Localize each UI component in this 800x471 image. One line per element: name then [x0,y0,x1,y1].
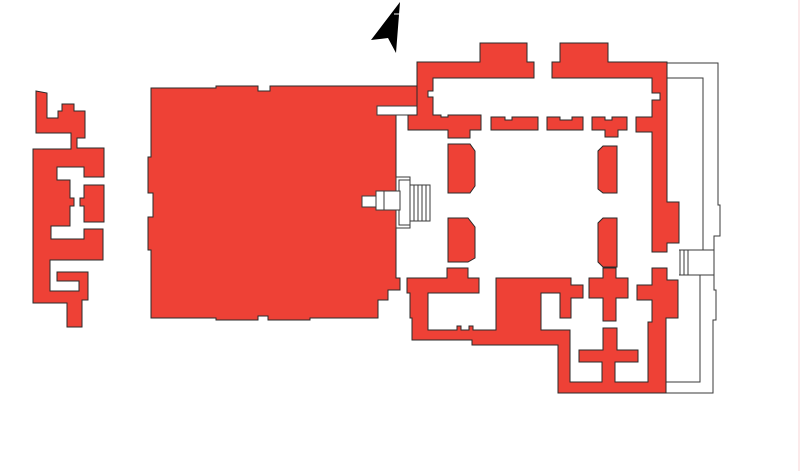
south-cross-block [588,267,629,322]
main-hall [147,85,418,321]
pillar-se [597,217,618,268]
east-corridor [666,62,721,394]
south-wing [406,267,679,394]
north-passage [376,105,418,116]
north-cell-1 [490,116,539,131]
pillar-ne [597,145,618,194]
pillar-nw [447,143,476,194]
north-cell-3 [591,116,628,138]
north-wing-west [407,42,535,139]
north-arrow-icon [371,2,401,53]
entrance-stairs [361,176,431,229]
north-wing-east [551,42,680,253]
west-building [32,90,105,328]
pillar-sw [447,217,476,263]
right-edge-strip [798,0,800,471]
west-building-block [79,184,105,223]
north-cell-2 [546,116,584,131]
